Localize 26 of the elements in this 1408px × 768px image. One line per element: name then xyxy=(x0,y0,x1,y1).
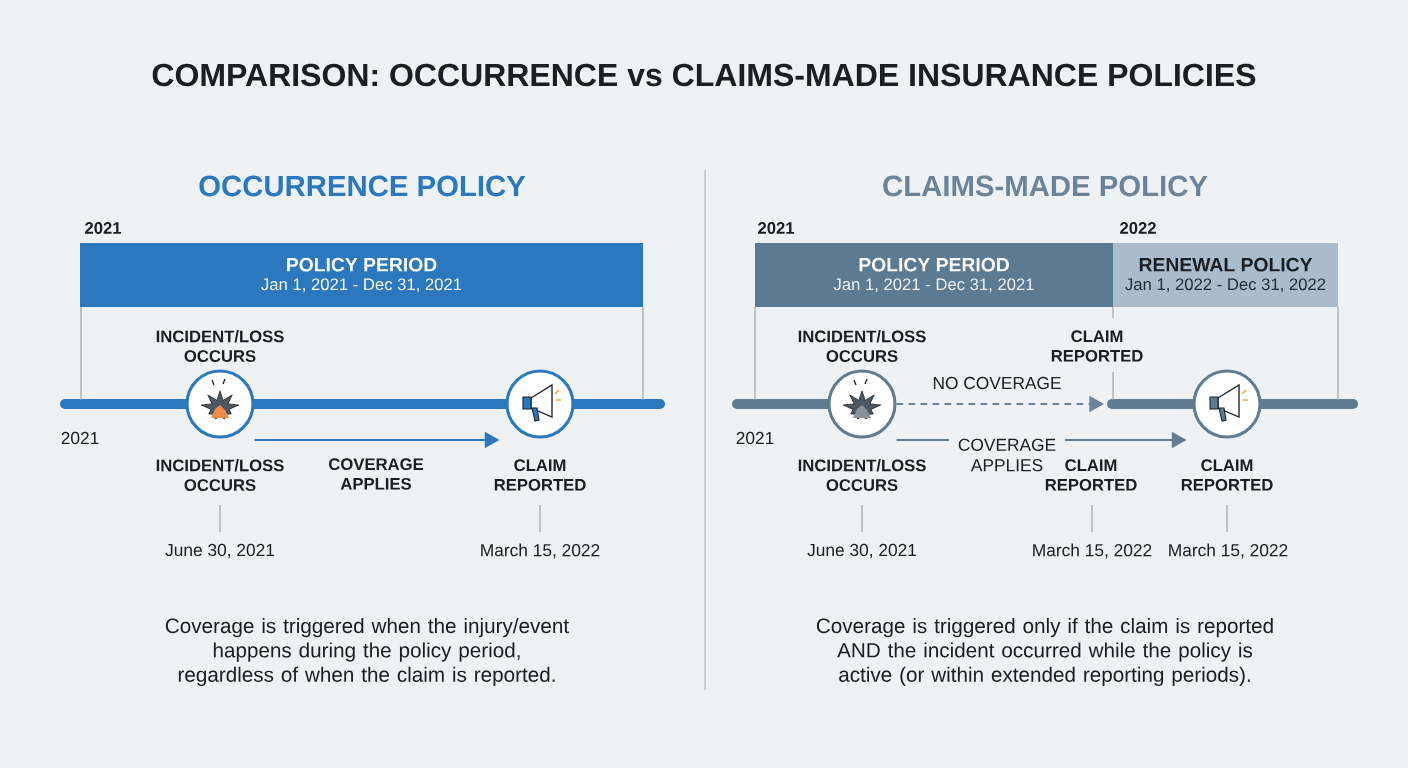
policy-period-band: POLICY PERIOD Jan 1, 2021 - Dec 31, 2021 xyxy=(755,243,1113,307)
heading: OCCURRENCE POLICY xyxy=(199,175,526,197)
event-label: CLAIM REPORTED xyxy=(1181,459,1273,491)
edge-label: COVERAGE APPLIES xyxy=(949,437,1065,473)
event-label: INCIDENT/LOSS OCCURS xyxy=(156,330,284,362)
policy-period-band: RENEWAL POLICY Jan 1, 2022 - Dec 31, 2022 xyxy=(1113,243,1338,307)
date-text: March 15, 2022 xyxy=(1033,543,1152,559)
event-label: INCIDENT/LOSS OCCURS xyxy=(798,459,926,491)
year-label: 2022 xyxy=(1120,222,1156,234)
event-label: CLAIM REPORTED xyxy=(1051,330,1143,362)
edge-label: NO COVERAGE xyxy=(933,376,1061,390)
date-text: June 30, 2021 xyxy=(165,543,275,559)
date-text: June 30, 2021 xyxy=(807,543,917,559)
event-label: INCIDENT/LOSS OCCURS xyxy=(798,330,926,362)
event-label: CLAIM REPORTED xyxy=(494,459,586,491)
event-label: INCIDENT/LOSS OCCURS xyxy=(156,459,284,491)
year-label: 2021 xyxy=(61,431,99,445)
edge-label: COVERAGE APPLIES xyxy=(329,458,424,490)
year-label: 2021 xyxy=(736,431,774,445)
policy-period-band: POLICY PERIOD Jan 1, 2021 - Dec 31, 2021 xyxy=(80,243,643,307)
description-text: Coverage is triggered only if the claim is reported AND the incident occurred while the policy is active (or within extended reporting periods). xyxy=(816,618,1273,686)
description-text: Coverage is triggered when the injury/event happens during the policy period, regardless of when the claim is reported. xyxy=(165,618,569,686)
date-text: March 15, 2022 xyxy=(1169,543,1288,559)
title: COMPARISON: OCCURRENCE vs CLAIMS-MADE INSURANCE POLICIES xyxy=(152,63,1256,87)
heading: CLAIMS-MADE POLICY xyxy=(883,175,1208,197)
date-text: March 15, 2022 xyxy=(481,543,600,559)
